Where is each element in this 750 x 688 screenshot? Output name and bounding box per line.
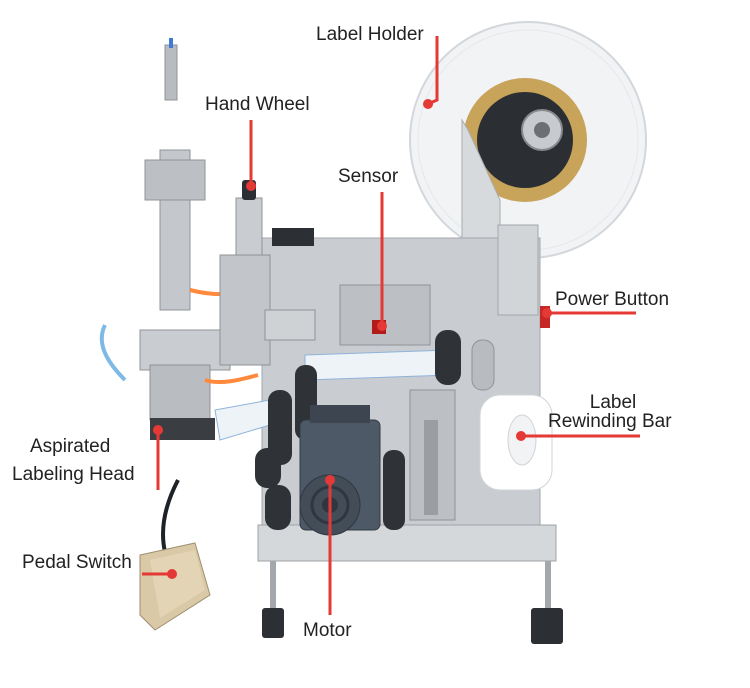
aspirated-labeling-head-text-2: Labeling Head xyxy=(12,464,135,485)
callout-dots xyxy=(153,99,552,579)
callout-dot xyxy=(516,431,526,441)
callout-dot xyxy=(423,99,433,109)
pedal-switch-text: Pedal Switch xyxy=(22,552,132,573)
feet xyxy=(262,561,563,644)
hand-wheel-post xyxy=(219,180,316,366)
motor-text: Motor xyxy=(303,620,352,641)
sensor-text: Sensor xyxy=(338,166,399,187)
power-button-text: Power Button xyxy=(555,289,670,310)
hand-wheel-text: Hand Wheel xyxy=(205,94,310,115)
label-rewinding-bar-text-1: Label xyxy=(589,392,637,413)
callout-dot xyxy=(377,321,387,331)
label-holder-text: Label Holder xyxy=(316,24,424,45)
label-strip xyxy=(304,349,451,381)
callout-lines xyxy=(142,36,640,615)
callout-dot xyxy=(167,569,177,579)
callout-dot xyxy=(542,308,552,318)
motor-body xyxy=(299,405,381,536)
callout-dot xyxy=(153,425,163,435)
callout-dot xyxy=(325,475,335,485)
callout-dot xyxy=(246,181,256,191)
pedal-switch-icon xyxy=(139,479,211,631)
label-rewinding-bar-text-2: Rewinding Bar xyxy=(548,411,672,432)
sensor-block xyxy=(339,284,431,346)
label-holder-disc xyxy=(409,21,647,259)
base-plate xyxy=(257,524,557,562)
aspirated-labeling-head-text-1: Aspirated xyxy=(30,436,111,457)
